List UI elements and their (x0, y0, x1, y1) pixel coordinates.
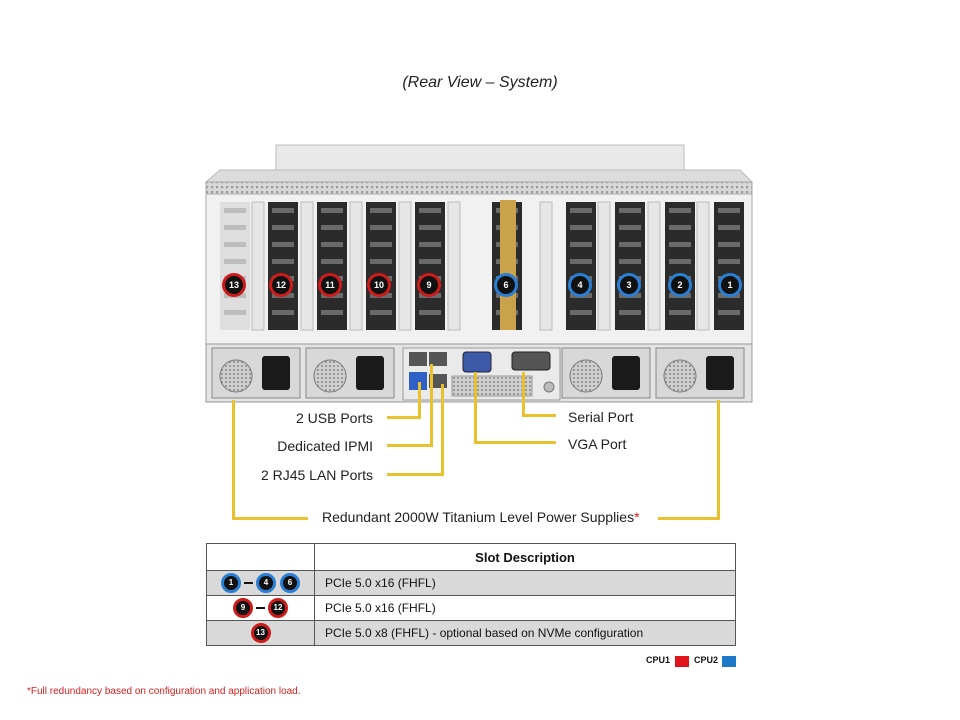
slot-number-badge: 9 (417, 273, 441, 297)
slot-bracket (251, 201, 265, 331)
slot-number-badge: 4 (256, 573, 276, 593)
lan-port-1 (409, 352, 427, 366)
slot-number-badge: 12 (269, 273, 293, 297)
slot-number-badge: 12 (268, 598, 288, 618)
slot-badges-cell: 13 (206, 620, 315, 646)
pcie-slot-bay (317, 202, 347, 330)
psu-asterisk: * (634, 509, 640, 525)
cpu2-legend-swatch (722, 656, 736, 667)
slot-desc: PCIe 5.0 x16 (FHFL) (314, 570, 736, 596)
pcie-slot-bay (714, 202, 744, 330)
slot-bracket (300, 201, 314, 331)
slot-number-badge: 13 (250, 623, 271, 643)
slot-bracket (597, 201, 611, 331)
pcie-slot-bay (566, 202, 596, 330)
range-dash (256, 607, 265, 609)
cpu1-legend-label: CPU1 (646, 655, 671, 665)
pcie-slot-bay (268, 202, 298, 330)
slot-number-badge: 1 (718, 273, 742, 297)
pcie-slot-bays (220, 200, 744, 331)
slot-badge-group: 13 (207, 623, 314, 643)
page-title: (Rear View – System) (402, 74, 558, 91)
pcie-slot-bay (366, 202, 396, 330)
psu-label: Redundant 2000W Titanium Level Power Sup… (322, 509, 640, 525)
pcie-slot-bay (615, 202, 645, 330)
slot-number-badge: 6 (494, 273, 518, 297)
slot-number-badge: 10 (367, 273, 391, 297)
table-header: Slot Description (314, 543, 736, 571)
slot-number-badge: 2 (668, 273, 692, 297)
vga-port-icon (462, 351, 492, 373)
slot-desc: PCIe 5.0 x8 (FHFL) - optional based on N… (314, 620, 736, 646)
slot-bracket (539, 201, 553, 331)
slot-number-badge: 3 (617, 273, 641, 297)
pcie-slot-bay (220, 202, 250, 330)
slot-bracket (447, 201, 461, 331)
power-supply (655, 347, 745, 399)
slot-number-badge: 4 (568, 273, 592, 297)
table-row: 13 PCIe 5.0 x8 (FHFL) - optional based o… (206, 620, 736, 646)
slot-bracket (398, 201, 412, 331)
lan-ports-label: 2 RJ45 LAN Ports (260, 467, 373, 483)
slot-bracket (647, 201, 661, 331)
pcie-slot-bay (665, 202, 695, 330)
cpu2-legend-label: CPU2 (694, 655, 719, 665)
slot-number-badge: 1 (221, 573, 241, 593)
power-supplies (211, 347, 745, 399)
card-edge (500, 200, 516, 330)
slot-bracket (696, 201, 710, 331)
serial-port-label: Serial Port (568, 409, 634, 425)
cpu1-legend-swatch (675, 656, 689, 667)
pcie-slot-bay (415, 202, 445, 330)
slot-badges-cell: 9 12 (206, 595, 315, 621)
power-supply (305, 347, 395, 399)
ipmi-label: Dedicated IPMI (277, 438, 373, 454)
range-dash (244, 582, 253, 584)
usb-ports-label: 2 USB Ports (295, 410, 373, 426)
table-row: 9 12 PCIe 5.0 x16 (FHFL) (206, 595, 736, 621)
table-header-blank (206, 543, 315, 571)
power-supply (211, 347, 301, 399)
slot-number-badge: 9 (233, 598, 253, 618)
slot-badge-group: 9 12 (207, 598, 314, 618)
psu-label-text: Redundant 2000W Titanium Level Power Sup… (322, 509, 635, 525)
usb-ports-icon (409, 372, 427, 390)
io-block (402, 347, 561, 401)
slot-number-badge: 6 (280, 573, 300, 593)
slot-number-badge: 11 (318, 273, 342, 297)
serial-port-icon (511, 351, 551, 371)
slot-desc: PCIe 5.0 x16 (FHFL) (314, 595, 736, 621)
power-supply (561, 347, 651, 399)
chassis-top-lid (204, 144, 754, 195)
ipmi-port (429, 352, 447, 366)
slot-number-badge: 13 (222, 273, 246, 297)
slot-bracket (349, 201, 363, 331)
footnote: *Full redundancy based on configuration … (27, 686, 301, 697)
vga-port-label: VGA Port (568, 436, 627, 452)
